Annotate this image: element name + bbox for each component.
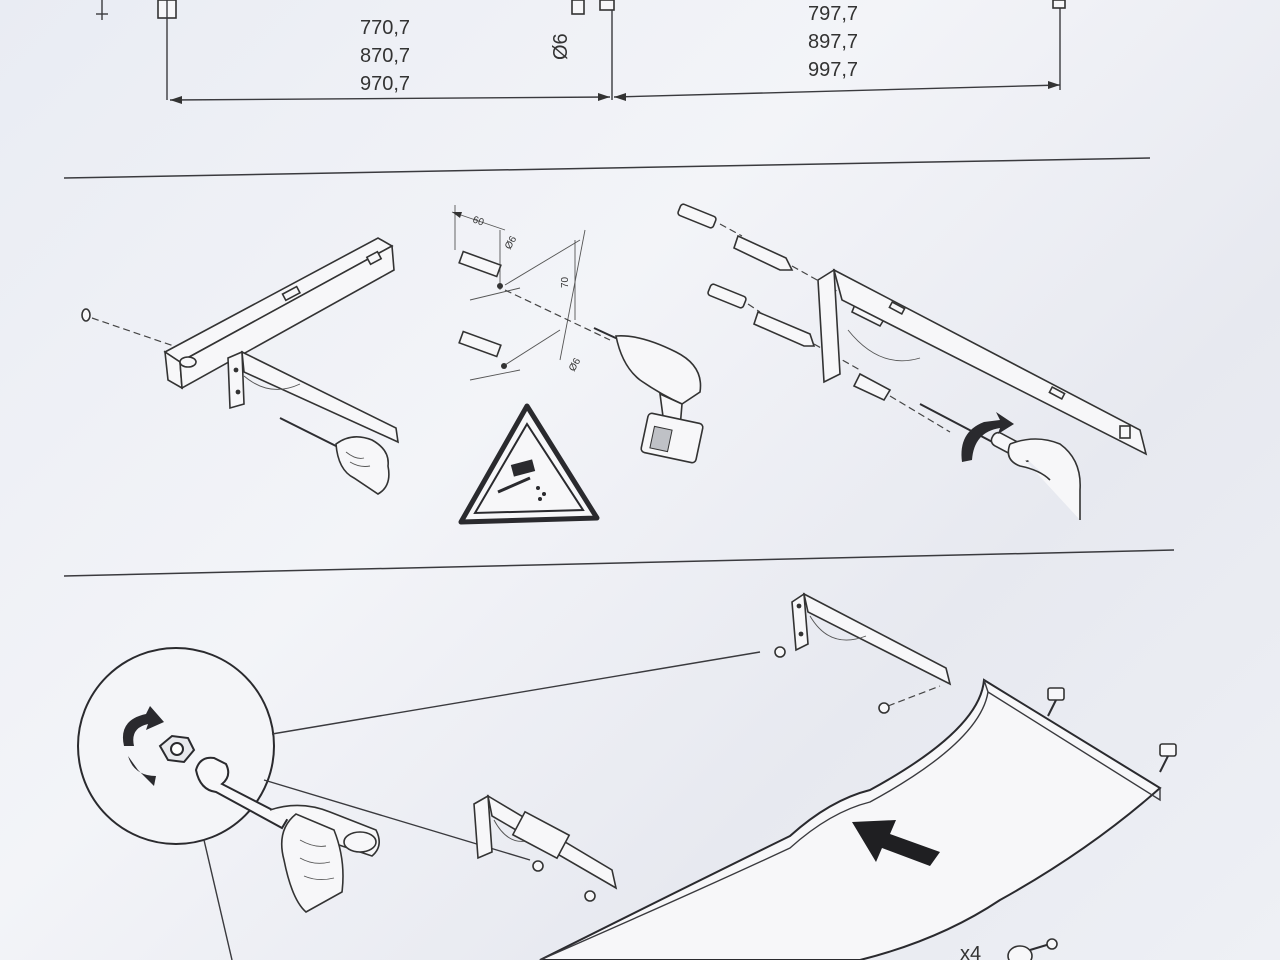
- nut-icon: [158, 734, 196, 764]
- dimension-left-1: 770,7: [360, 17, 410, 39]
- rotate-arrow-icon: [961, 412, 1014, 462]
- hand-with-pencil-icon: [279, 417, 390, 495]
- dimension-line-right: [613, 84, 1061, 98]
- pin-icon: [1007, 938, 1058, 960]
- step-attach-shelf: x4: [77, 592, 1177, 960]
- bracket-upper: [774, 592, 952, 714]
- dimension-left-2: 870,7: [360, 45, 410, 67]
- hand-with-wrench-icon: [269, 804, 380, 913]
- step-screw-bracket: [677, 203, 1148, 520]
- quantity-label: x4: [960, 943, 981, 960]
- top-dimension-section: 770,7 870,7 970,7 797,7 897,7 997,7 Ø6: [96, 0, 1066, 104]
- dimension-left-3: 970,7: [360, 73, 410, 95]
- hand-icon: [1007, 438, 1081, 520]
- step-drill-holes: 60 Ø6 70 Ø6: [451, 205, 704, 525]
- push-arrow-icon: [852, 820, 940, 866]
- bracket-lower: [473, 794, 618, 902]
- wrench-icon: [194, 756, 290, 830]
- hole-diameter-label: Ø6: [550, 33, 572, 60]
- drill-icon: [593, 327, 704, 464]
- spacing-label: 70: [560, 276, 571, 288]
- shelf-board: [539, 678, 1162, 960]
- dimension-right-2: 897,7: [808, 31, 858, 53]
- step-level-mark: [81, 237, 399, 495]
- detail-magnifier: [77, 647, 761, 960]
- warning-triangle-icon: [458, 403, 600, 525]
- section-divider-2: [63, 549, 1175, 577]
- hole-top-label: Ø6: [503, 234, 519, 251]
- section-divider-1: [63, 157, 1151, 179]
- offset-label: 60: [471, 214, 486, 228]
- rotate-arrow-icon: [122, 706, 164, 786]
- hole-bottom-label: Ø6: [567, 356, 583, 373]
- dimension-line-left: [169, 96, 611, 101]
- bolt-icon: [1047, 687, 1177, 773]
- dimension-right-3: 997,7: [808, 59, 858, 81]
- level-icon: [163, 237, 395, 390]
- dimension-right-1: 797,7: [808, 3, 858, 25]
